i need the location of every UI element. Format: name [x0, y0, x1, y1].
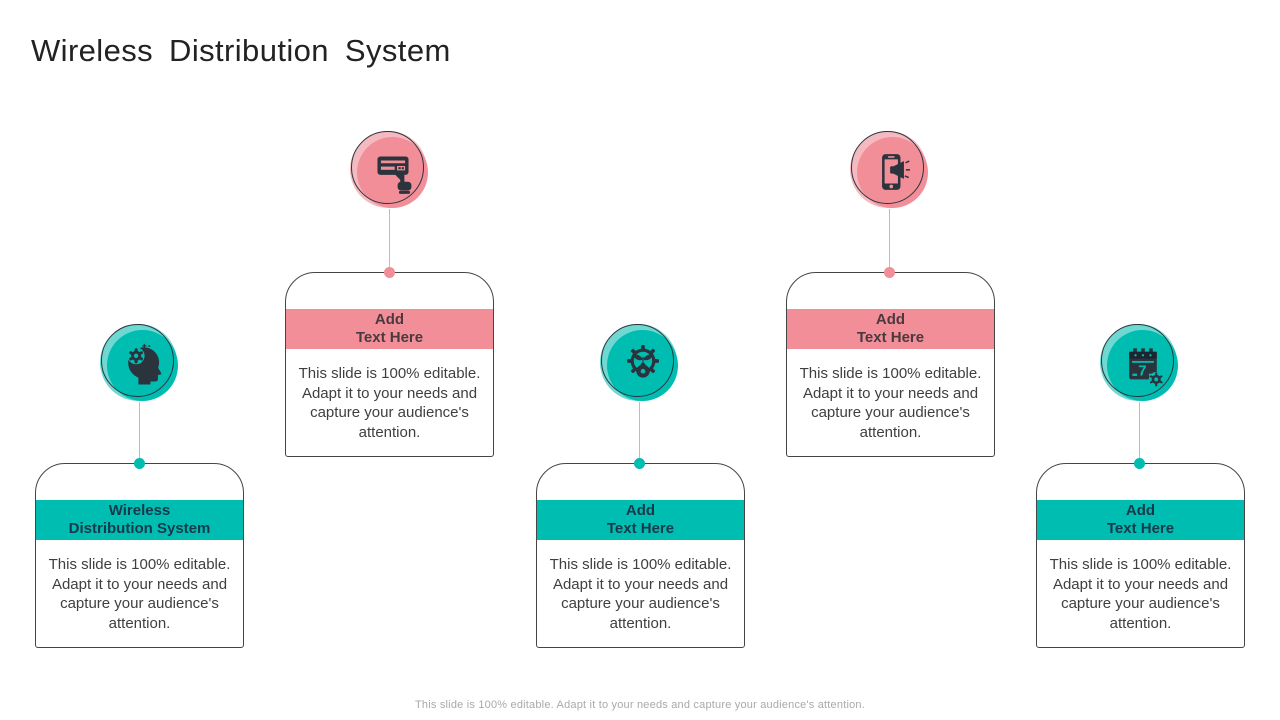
calendar-gear-glyph: 7	[1129, 348, 1164, 387]
card-body-text[interactable]: This slide is 100% editable. Adapt it to…	[549, 556, 732, 632]
card-body-text[interactable]: This slide is 100% editable. Adapt it to…	[298, 365, 481, 441]
card-add-text-2[interactable]: Add Text Here This slide is 100% editabl…	[536, 463, 745, 648]
circle-ring	[101, 324, 174, 397]
circle-ring	[351, 131, 424, 204]
connector-dot	[1134, 458, 1145, 469]
card-header-line1: Add	[374, 311, 405, 328]
circle-ring	[1101, 324, 1174, 397]
message-click-glyph	[377, 156, 412, 194]
message-click-icon[interactable]	[350, 130, 430, 210]
brainstorm-head-glyph	[127, 343, 162, 385]
card-header[interactable]: Add Text Here	[286, 309, 493, 349]
calendar-gear-icon[interactable]: 7	[1100, 323, 1180, 403]
mobile-megaphone-icon[interactable]	[850, 130, 930, 210]
card-header-line2: Text Here	[355, 329, 424, 346]
card-body-text[interactable]: This slide is 100% editable. Adapt it to…	[48, 556, 231, 632]
connector-line	[139, 402, 140, 463]
card-body-text[interactable]: This slide is 100% editable. Adapt it to…	[799, 365, 982, 441]
svg-text:7: 7	[1138, 362, 1146, 379]
brainstorm-head-icon[interactable]	[100, 323, 180, 403]
connector-line	[389, 209, 390, 272]
connector-dot	[884, 267, 895, 278]
card-wireless-distribution-system[interactable]: Wireless Distribution System This slide …	[35, 463, 244, 648]
card-header[interactable]: Add Text Here	[787, 309, 994, 349]
card-header-line1: Add	[625, 502, 656, 519]
card-header[interactable]: Wireless Distribution System	[36, 500, 243, 540]
connector-line	[889, 209, 890, 272]
card-add-text-4[interactable]: Add Text Here This slide is 100% editabl…	[1036, 463, 1245, 648]
card-add-text-3[interactable]: Add Text Here This slide is 100% editabl…	[786, 272, 995, 457]
slide-title[interactable]: Wireless Distribution System	[31, 33, 451, 68]
connector-line	[1139, 402, 1140, 463]
card-header-line2: Text Here	[1106, 520, 1175, 537]
slide-footer-note: This slide is 100% editable. Adapt it to…	[415, 699, 865, 711]
card-header-line1: Add	[875, 311, 906, 328]
card-body-text[interactable]: This slide is 100% editable. Adapt it to…	[1049, 556, 1232, 632]
card-header[interactable]: Add Text Here	[537, 500, 744, 540]
connector-dot	[634, 458, 645, 469]
card-header-line2: Text Here	[606, 520, 675, 537]
card-header-line2: Distribution System	[68, 520, 211, 537]
card-header-line1: Add	[1125, 502, 1156, 519]
connector-line	[639, 402, 640, 463]
growth-gear-icon[interactable]	[600, 323, 680, 403]
mobile-megaphone-glyph	[882, 154, 911, 190]
growth-gear-glyph	[627, 344, 659, 378]
circle-ring	[851, 131, 924, 204]
circle-ring	[601, 324, 674, 397]
card-header[interactable]: Add Text Here	[1037, 500, 1244, 540]
card-header-line1: Wireless	[108, 502, 171, 519]
connector-dot	[384, 267, 395, 278]
card-add-text-1[interactable]: Add Text Here This slide is 100% editabl…	[285, 272, 494, 457]
card-header-line2: Text Here	[856, 329, 925, 346]
connector-dot	[134, 458, 145, 469]
